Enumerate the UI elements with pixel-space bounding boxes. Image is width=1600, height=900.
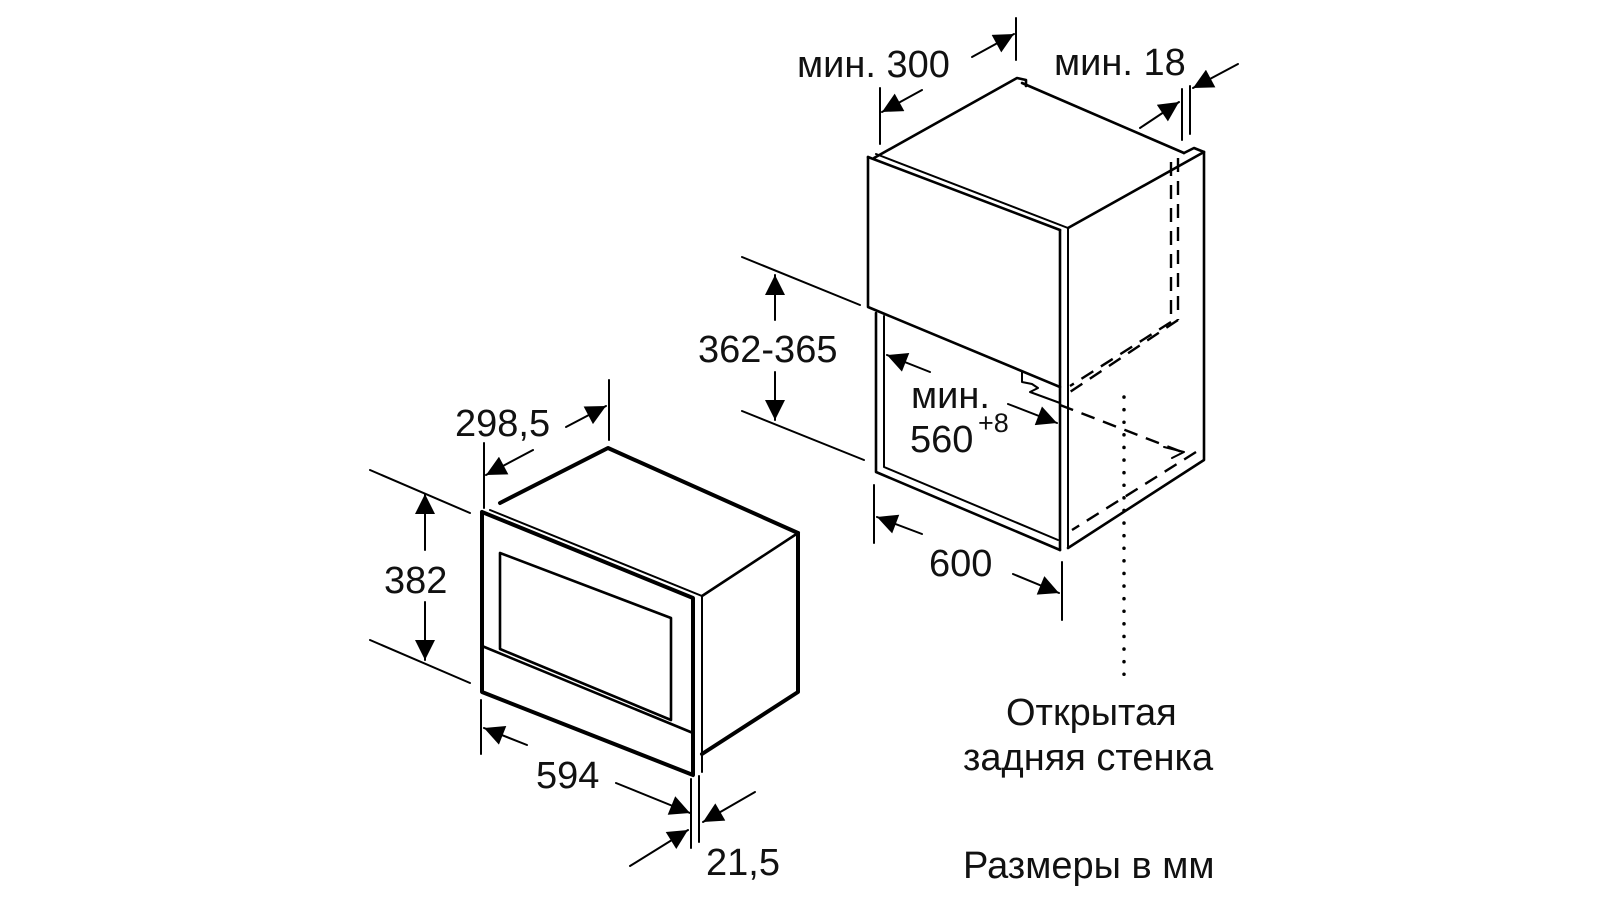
hidden-line — [1071, 450, 1197, 532]
dim-niche-height: 362-365 — [698, 329, 837, 371]
cabinet-upper-front-top-inner — [875, 153, 1069, 229]
hidden-line — [1059, 403, 1183, 454]
dim-arrow — [971, 33, 1015, 58]
dim-appliance-width: 594 — [536, 755, 599, 797]
dim-arrow — [702, 791, 756, 823]
dim-arrow — [629, 829, 689, 867]
ext-line — [741, 256, 861, 306]
units-note: Размеры в мм — [963, 845, 1214, 887]
ext-line — [369, 469, 471, 514]
ext-line — [369, 639, 471, 684]
cabinet-niche-left — [874, 311, 1062, 552]
cabinet-dimensions: мин. 300 мин. 18 362-365 мин. 560 +8 600 — [698, 17, 1239, 621]
cabinet-top-back — [872, 76, 1028, 160]
dim-arrow — [881, 89, 923, 113]
hidden-line — [1069, 319, 1179, 393]
cabinet-shelf-notch — [1021, 371, 1061, 404]
dim-front-thickness: 21,5 — [706, 842, 780, 884]
cabinet-upper-front-left — [866, 155, 1062, 389]
dim-appliance-height: 382 — [384, 560, 447, 602]
cabinet-upper-front-top — [866, 155, 1062, 232]
dim-arrow — [485, 449, 534, 476]
ext-line — [741, 410, 865, 461]
hidden-line — [1069, 320, 1172, 388]
open-back-note-line1: Открытая — [1006, 692, 1177, 734]
dim-niche-width-value: 560 — [910, 419, 973, 461]
appliance-top-edge — [498, 446, 800, 535]
dim-appliance-depth: 298,5 — [455, 403, 550, 445]
hidden-corner — [1163, 446, 1185, 459]
notes: Открытая задняя стенка Размеры в мм — [963, 692, 1214, 887]
cabinet-top-right — [1020, 81, 1186, 155]
dim-arrow — [565, 405, 607, 428]
dim-arrow — [1192, 63, 1239, 89]
appliance-side-face — [700, 531, 800, 756]
appliance-side-top — [700, 531, 800, 598]
dim-arrow — [1139, 101, 1180, 129]
cabinet-right-side — [1066, 150, 1206, 550]
open-back-note-line2: задняя стенка — [963, 737, 1214, 779]
dim-arrow — [886, 353, 931, 373]
appliance-bezel-line — [489, 509, 703, 597]
cabinet-niche-left-inner — [883, 315, 1059, 541]
dim-arrow — [1012, 573, 1060, 595]
dim-arrow — [483, 726, 528, 746]
dim-arrow — [876, 514, 923, 535]
dim-side-wall: мин. 18 — [1054, 42, 1186, 84]
appliance-front-frame — [480, 510, 695, 777]
dim-arrow — [615, 782, 691, 815]
dim-niche-width-tolerance: +8 — [978, 408, 1009, 438]
appliance-control-strip — [480, 644, 695, 735]
appliance-drawing — [480, 446, 800, 777]
appliance-dimensions: 298,5 382 594 21,5 — [369, 379, 780, 884]
dim-niche-width-prefix: мин. — [911, 375, 990, 417]
dim-cabinet-width: 600 — [929, 543, 992, 585]
cabinet-top-corner — [1182, 146, 1206, 155]
appliance-window — [498, 551, 673, 722]
dim-upper-depth: мин. 300 — [797, 44, 950, 86]
cabinet-drawing — [866, 76, 1206, 688]
dim-arrow — [1007, 403, 1058, 426]
